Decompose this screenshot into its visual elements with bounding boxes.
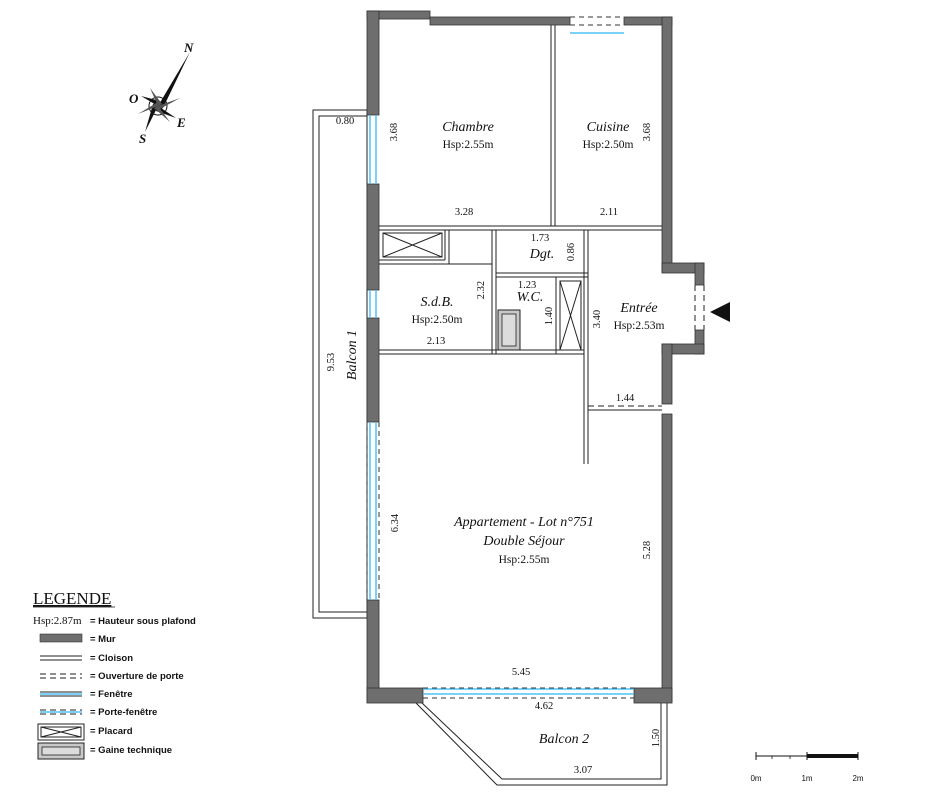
scale-2m: 2m (852, 774, 863, 783)
legend-gaine: = Gaine technique (90, 745, 172, 756)
legend-porte-fenetre: = Porte-fenêtre (90, 707, 157, 718)
legend-mur: = Mur (90, 634, 116, 645)
room-sdb-hsp: Hsp:2.50m (412, 314, 463, 326)
partitions (379, 25, 662, 464)
dim-368b: 3.68 (642, 123, 653, 141)
dim-462: 4.62 (535, 701, 553, 712)
legend-wall-swatch (39, 633, 83, 643)
dim-123: 1.23 (518, 280, 536, 291)
scale-0m: 0m (750, 774, 761, 783)
room-sejour-name: Double Séjour (482, 534, 565, 549)
dim-213: 2.13 (427, 336, 445, 347)
room-balcon2-name: Balcon 2 (539, 732, 589, 747)
dim-634: 6.34 (390, 513, 401, 532)
window-dashes (366, 16, 634, 699)
room-entree-name: Entrée (619, 301, 657, 316)
legend-placard: = Placard (90, 726, 133, 737)
windows (369, 32, 634, 695)
dim-545: 5.45 (512, 667, 530, 678)
dim-232: 2.32 (476, 281, 487, 299)
legend-door-swatch (40, 673, 82, 679)
compass-o: O (129, 91, 139, 106)
legend: LEGENDE Hsp:2.87m = Hauteur sous plafond… (33, 589, 196, 760)
exterior-walls (366, 10, 705, 704)
room-sejour-title: Appartement - Lot n°751 (453, 515, 594, 530)
legend-fenetre: = Fenêtre (90, 689, 133, 700)
dim-144: 1.44 (616, 393, 635, 404)
dim-086: 0.86 (566, 243, 577, 261)
room-chambre-hsp: Hsp:2.55m (443, 139, 494, 151)
legend-partition-swatch (40, 655, 82, 661)
toilet (497, 309, 521, 351)
room-cuisine-hsp: Hsp:2.50m (583, 139, 634, 151)
dim-140: 1.40 (544, 307, 555, 325)
compass-n: N (183, 40, 194, 55)
compass-s: S (139, 131, 146, 146)
legend-shaft-swatch (37, 742, 85, 760)
legend-window-swatch (40, 691, 82, 697)
compass-e: E (176, 115, 186, 130)
dim-953: 9.53 (326, 353, 337, 371)
dim-080: 0.80 (336, 116, 354, 127)
room-sdb-name: S.d.B. (420, 295, 453, 310)
room-dgt-name: Dgt. (529, 247, 555, 262)
room-cuisine-name: Cuisine (587, 120, 630, 135)
dim-340: 3.40 (592, 310, 603, 328)
door-openings (379, 225, 705, 411)
room-sejour-hsp: Hsp:2.55m (499, 554, 550, 566)
legend-closet-swatch (37, 723, 85, 741)
dim-307: 3.07 (574, 765, 592, 776)
legend-cloison: = Cloison (90, 653, 133, 664)
closets (382, 232, 582, 351)
room-chambre-name: Chambre (442, 120, 494, 135)
room-entree-hsp: Hsp:2.53m (614, 320, 665, 332)
dim-150: 1.50 (651, 729, 662, 747)
legend-title: LEGENDE (33, 589, 111, 608)
dim-368a: 3.68 (389, 123, 400, 141)
balcony-2 (415, 702, 668, 786)
scale-bar (755, 752, 859, 760)
scale-1m: 1m (801, 774, 812, 783)
room-wc-name: W.C. (517, 290, 544, 305)
legend-porte: = Ouverture de porte (90, 671, 184, 682)
dim-528: 5.28 (642, 541, 653, 559)
entrance-arrow-icon (710, 302, 730, 322)
legend-hsp: = Hauteur sous plafond (90, 616, 196, 627)
compass-rose-icon (138, 52, 190, 132)
legend-french-window-swatch (40, 709, 82, 715)
dim-328: 3.28 (455, 207, 473, 218)
legend-sample-hsp: Hsp:2.87m (33, 615, 82, 627)
dim-173: 1.73 (531, 233, 549, 244)
room-balcon1-name: Balcon 1 (345, 330, 360, 380)
dim-211: 2.11 (600, 207, 618, 218)
